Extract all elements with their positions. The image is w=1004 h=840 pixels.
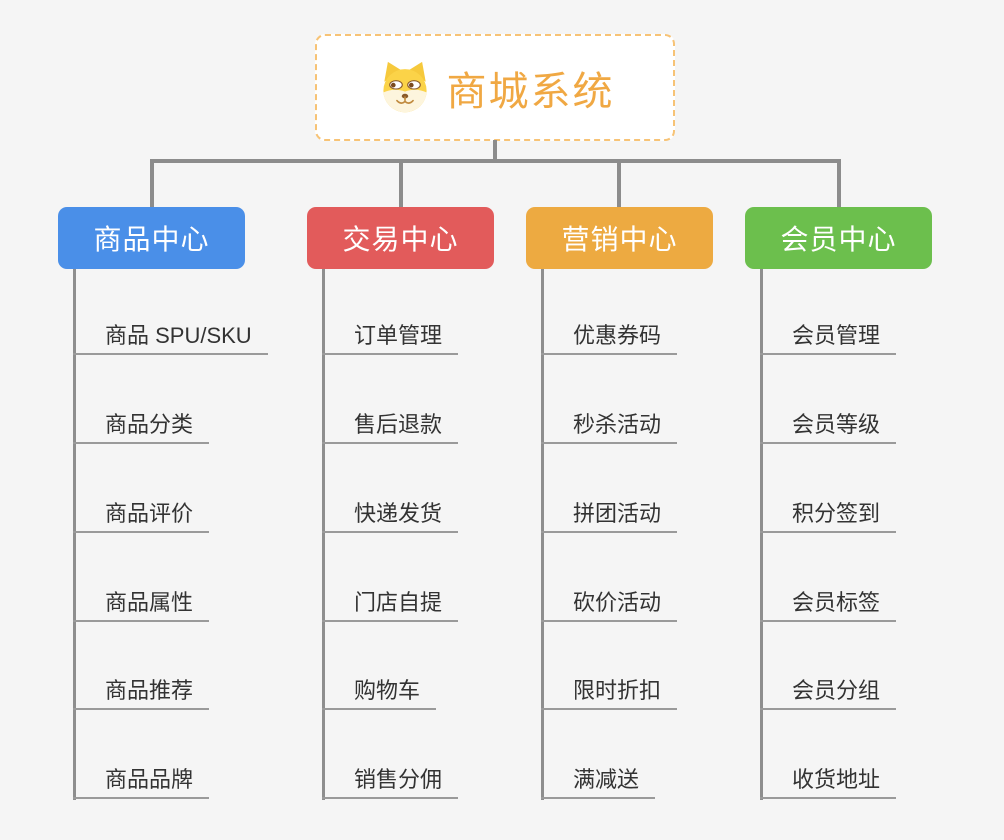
leaf-item[interactable]: 售后退款 — [322, 410, 459, 444]
leaf-item[interactable]: 限时折扣 — [541, 676, 678, 710]
leaf-item[interactable]: 商品评价 — [73, 499, 210, 533]
branch-trade-center[interactable]: 交易中心 — [307, 207, 494, 269]
leaf-item[interactable]: 商品属性 — [73, 588, 210, 622]
leaf-item[interactable]: 商品分类 — [73, 410, 210, 444]
leaf-item[interactable]: 门店自提 — [322, 588, 459, 622]
leaf-item[interactable]: 会员管理 — [760, 321, 897, 355]
connector-drop-marketing — [617, 160, 621, 208]
leaf-item[interactable]: 会员标签 — [760, 588, 897, 622]
connector-drop-member — [837, 160, 841, 208]
root-node-mall-system[interactable]: 商城系统 — [315, 34, 675, 141]
trunk-marketing-center — [541, 269, 544, 800]
leaf-item[interactable]: 快递发货 — [322, 499, 459, 533]
leaf-item[interactable]: 购物车 — [322, 676, 437, 710]
leaf-item[interactable]: 收货地址 — [760, 765, 897, 799]
leaf-item[interactable]: 砍价活动 — [541, 588, 678, 622]
leaf-item[interactable]: 订单管理 — [322, 321, 459, 355]
leaf-item[interactable]: 商品推荐 — [73, 676, 210, 710]
trunk-member-center — [760, 269, 763, 800]
leaf-item[interactable]: 拼团活动 — [541, 499, 678, 533]
root-title: 商城系统 — [446, 69, 615, 114]
trunk-product-center — [73, 269, 76, 800]
connector-drop-trade — [399, 160, 403, 208]
branch-member-center[interactable]: 会员中心 — [745, 207, 932, 269]
trunk-trade-center — [322, 269, 325, 800]
leaf-item[interactable]: 秒杀活动 — [541, 410, 678, 444]
connector-root-stub — [493, 140, 497, 160]
leaf-item[interactable]: 满减送 — [541, 765, 656, 799]
leaf-item[interactable]: 会员分组 — [760, 676, 897, 710]
leaf-item[interactable]: 会员等级 — [760, 410, 897, 444]
leaf-item[interactable]: 积分签到 — [760, 499, 897, 533]
connector-drop-product — [150, 160, 154, 208]
leaf-item[interactable]: 销售分佣 — [322, 765, 459, 799]
branch-product-center[interactable]: 商品中心 — [58, 207, 245, 269]
connector-horizontal-bar — [150, 159, 841, 163]
branch-marketing-center[interactable]: 营销中心 — [526, 207, 713, 269]
leaf-item[interactable]: 商品品牌 — [73, 765, 210, 799]
shiba-dog-icon — [382, 61, 427, 112]
leaf-item[interactable]: 优惠券码 — [541, 321, 678, 355]
leaf-item[interactable]: 商品 SPU/SKU — [73, 321, 268, 355]
